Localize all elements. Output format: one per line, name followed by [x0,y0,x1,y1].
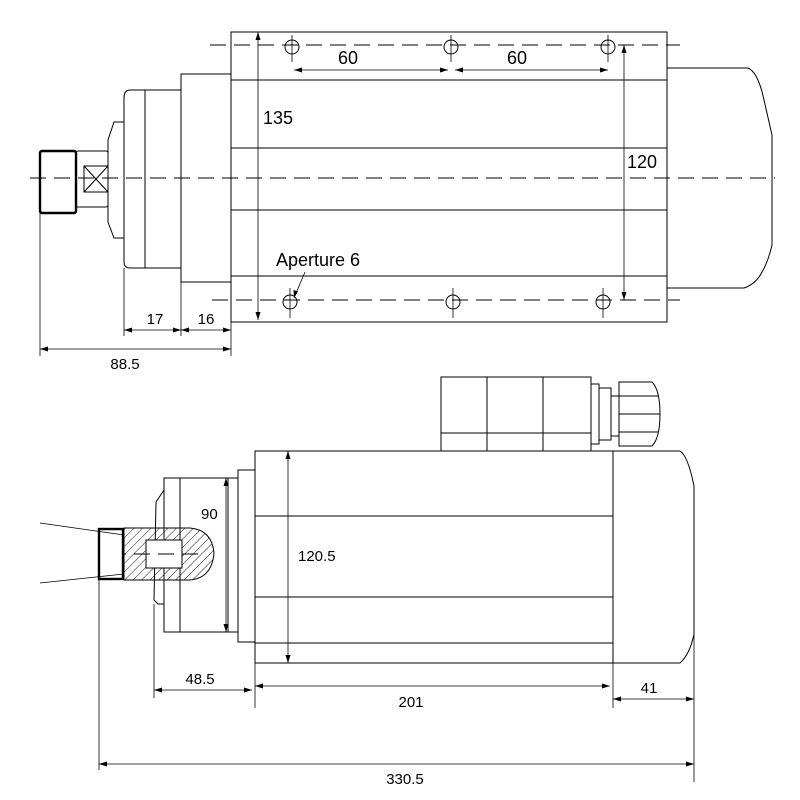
top-nose [107,121,125,239]
top-bearing-housing [123,89,182,269]
side-collet-nut [97,527,125,581]
aperture-label: Aperture 6 [276,250,360,270]
dim-135-label: 135 [263,108,293,128]
side-front-flange [237,469,256,643]
dim-88-5-label: 88.5 [110,356,139,373]
side-junction-box [440,376,592,452]
dim-90-label: 90 [201,506,218,523]
dim-88-5: 88.5 [40,346,231,373]
side-cable-gland [590,381,661,447]
side-rear-cap [612,450,695,664]
dim-16: 16 [181,311,231,333]
top-collet-nut [38,149,78,215]
dim-48-5: 48.5 [154,671,252,693]
dim-120-label: 120 [627,152,657,172]
dim-330-5: 330.5 [99,761,694,788]
dim-17-label: 17 [147,311,164,328]
dim-120-5: 120.5 [285,451,336,663]
dim-135: 135 [255,32,293,320]
dim-201: 201 [255,683,610,711]
side-main-body [254,450,614,664]
top-rear-cap [666,67,773,289]
dim-201-label: 201 [398,694,423,711]
dim-41-label: 41 [641,680,658,697]
dim-60-left-label: 60 [338,48,358,68]
dim-120-5-label: 120.5 [298,548,336,565]
dim-48-5-label: 48.5 [185,671,214,688]
side-view: 90 120.5 48.5 201 [39,376,695,788]
dim-330-5-label: 330.5 [386,771,424,788]
dim-120: 120 [621,45,657,300]
top-view: 60 60 135 120 Aperture 6 [30,31,775,373]
dim-16-label: 16 [198,311,215,328]
dim-90: 90 [201,478,229,632]
top-mounting-holes [282,35,616,318]
dim-41: 41 [613,680,694,702]
dim-17: 17 [124,311,181,333]
dim-60-right-label: 60 [507,48,527,68]
top-main-body [230,31,668,323]
dim-hole-spacing: 60 60 [294,48,608,73]
aperture-callout: Aperture 6 [276,250,360,299]
